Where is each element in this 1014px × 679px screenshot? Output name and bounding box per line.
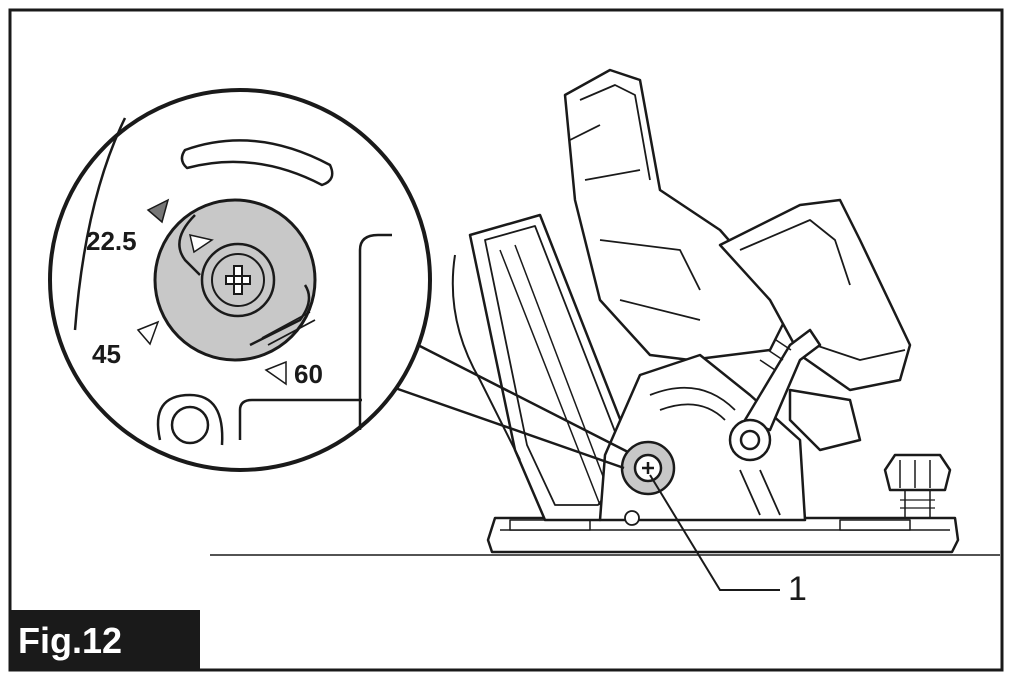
bottom-hole: [170, 405, 210, 445]
handle-battery: [718, 198, 912, 452]
figure-label: Fig.12: [10, 610, 200, 670]
magnifier-leader-lines: [394, 338, 629, 470]
housing-edge-left: [73, 117, 127, 331]
bevel-lever: [728, 328, 822, 462]
marker-45-triangle: [136, 320, 160, 346]
callout-1-label: 1: [788, 570, 807, 608]
marker-22-5-triangle: [146, 198, 170, 224]
mark-22-5-label: 22.5: [86, 226, 137, 256]
figure-label-bg: [10, 610, 200, 670]
housing-edge-right: [358, 233, 392, 430]
callout-1-leader: [649, 474, 780, 591]
bevel-knob-small: [620, 440, 676, 496]
callout-1: 1: [649, 474, 807, 608]
mark-60-label: 60: [294, 359, 323, 389]
figure-label-text: Fig.12: [18, 620, 122, 661]
phillips-screw-knob-icon: [153, 198, 317, 362]
magnified-inset: 22.5 45 60: [48, 88, 432, 472]
mark-45-label: 45: [92, 339, 121, 369]
motor-housing: [563, 68, 792, 362]
bottom-boss: [156, 393, 224, 446]
circular-saw-illustration: [451, 68, 960, 554]
marker-60-triangle: [264, 360, 287, 386]
marker-22-5-knob-triangle: [188, 234, 214, 254]
wing-nut-icon: [883, 453, 952, 518]
bottom-plate: [238, 398, 362, 440]
slot-arc: [180, 139, 334, 187]
base-plate: [486, 516, 960, 554]
